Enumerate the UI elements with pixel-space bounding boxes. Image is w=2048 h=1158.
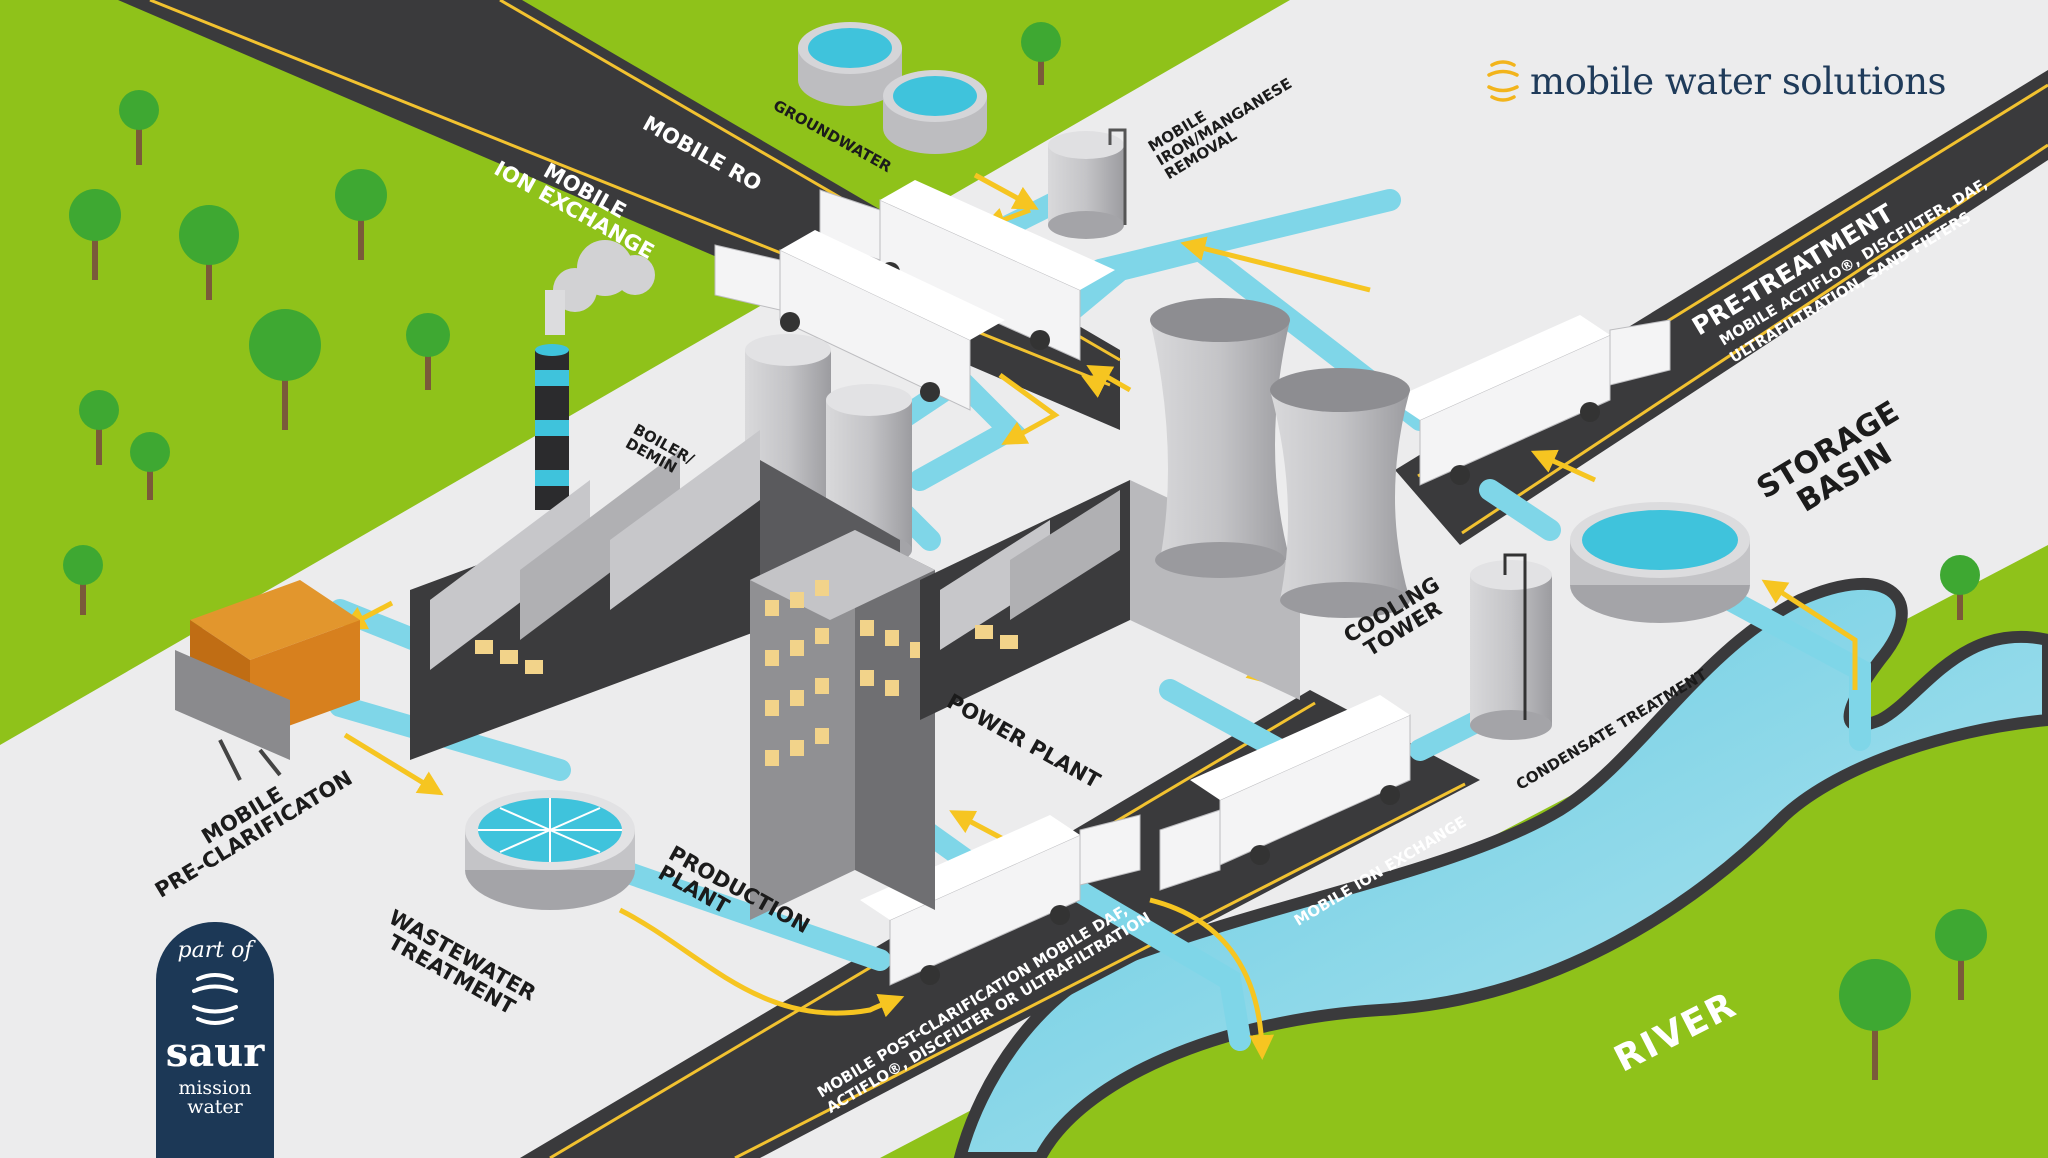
chimney [535,344,569,510]
storage-basin [1570,502,1750,623]
truck-mobile-ion-exchange [714,230,1005,411]
grass-left [0,0,1290,745]
truck-pre-treatment [1390,315,1671,486]
condensate-tank [1470,553,1552,740]
ripple-icon [192,973,238,1025]
brand-header: mobile water solutions [1486,56,1947,106]
brand-name: mobile water solutions [1530,59,1947,103]
iron-manganese-tank [1048,128,1127,239]
truck-post-clarification [860,814,1141,986]
smoke-cloud-icon [545,240,655,335]
production-building [750,530,935,920]
saur-tagline: mission water [178,1077,252,1118]
groundwater-tank [798,22,987,154]
ripple-icon [1487,60,1519,102]
saur-part-of: part of [177,938,253,963]
saur-name: saur [165,1029,265,1076]
truck-mobile-ion-exchange-bottom [1159,695,1411,891]
wastewater-clarifier [465,790,635,910]
tree-icon [63,22,1987,1080]
pre-clarification-unit [175,580,360,781]
saur-badge: part of saur mission water [156,922,274,1158]
cooling-tower [1150,298,1410,618]
